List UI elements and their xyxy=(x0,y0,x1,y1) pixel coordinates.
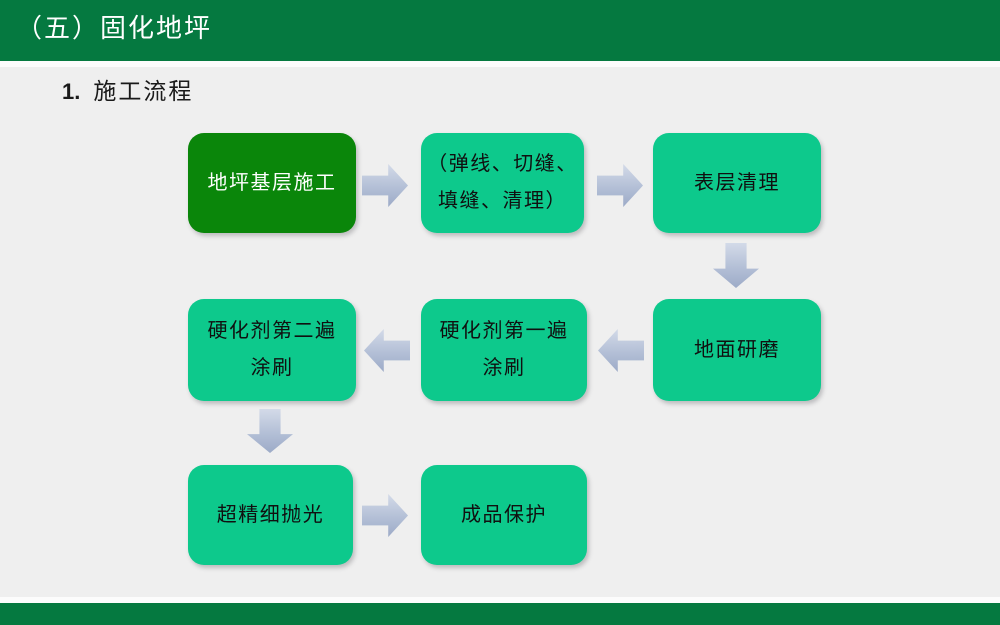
flow-node-floor-grinding: 地面研磨 xyxy=(653,299,821,401)
flow-node-ultra-fine-polishing: 超精细抛光 xyxy=(188,465,353,565)
flow-node-snapline-cut-fill-clean: （弹线、切缝、 填缝、清理） xyxy=(421,133,584,233)
flow-node-surface-cleaning: 表层清理 xyxy=(653,133,821,233)
flow-node-label: 地面研磨 xyxy=(694,338,780,361)
slide-header-bar: （五）固化地坪 xyxy=(0,0,1000,61)
flow-node-label: 地坪基层施工 xyxy=(207,171,337,194)
flow-node-label: 硬化剂第二遍 xyxy=(207,320,337,342)
flow-node-hardener-second-coat: 硬化剂第二遍 涂刷 xyxy=(188,299,356,401)
flow-node-floor-base-construction: 地坪基层施工 xyxy=(188,133,356,233)
slide-footer-bar xyxy=(0,603,1000,625)
flow-node-label: 表层清理 xyxy=(694,171,780,194)
flow-node-hardener-first-coat: 硬化剂第一遍 涂刷 xyxy=(421,299,587,401)
arrow-right-icon xyxy=(362,494,408,537)
flow-node-label: 成品保护 xyxy=(461,503,547,526)
flow-node-label: 涂刷 xyxy=(482,357,526,379)
header-divider xyxy=(0,61,1000,67)
flow-node-label: 涂刷 xyxy=(250,357,294,379)
arrow-left-icon xyxy=(364,329,410,372)
section-number: 1. xyxy=(62,79,81,104)
arrow-right-icon xyxy=(597,164,643,207)
arrow-down-icon xyxy=(247,409,293,453)
slide-title: （五）固化地坪 xyxy=(16,14,213,43)
section-heading: 1. 施工流程 xyxy=(62,78,193,106)
footer-divider xyxy=(0,597,1000,603)
flow-node-label: 超精细抛光 xyxy=(216,503,325,526)
flow-node-label: 填缝、清理） xyxy=(438,190,567,212)
section-title: 施工流程 xyxy=(93,79,194,104)
flow-node-label: 硬化剂第一遍 xyxy=(439,320,569,342)
flow-node-label: （弹线、切缝、 xyxy=(427,153,578,175)
arrow-right-icon xyxy=(362,164,408,207)
arrow-left-icon xyxy=(598,329,644,372)
flow-node-finished-product-protection: 成品保护 xyxy=(421,465,587,565)
arrow-down-icon xyxy=(713,243,759,288)
